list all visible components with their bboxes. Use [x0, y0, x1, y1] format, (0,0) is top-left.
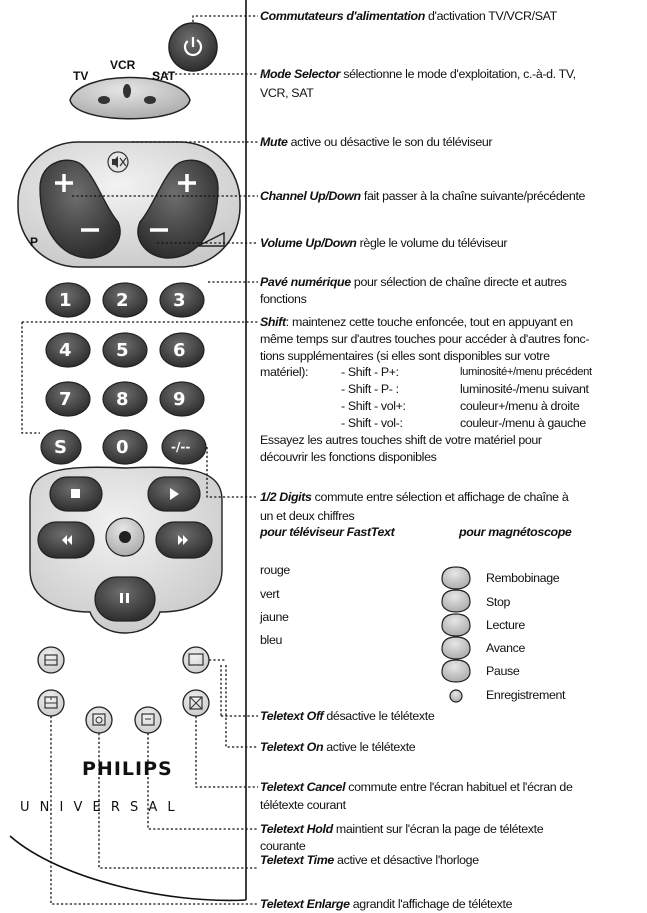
shift-combo-key-1: - Shift - P+: — [341, 365, 399, 379]
volume-channel-cluster — [17, 141, 241, 268]
vcr-legend-icons — [441, 566, 471, 703]
key-9[interactable]: 9 — [173, 389, 186, 410]
vcr-pause: Pause — [486, 664, 520, 678]
callout-teletext-off: Teletext Off désactive le télétexte — [260, 709, 435, 723]
shift-after-2: découvrir les fonctions disponibles — [260, 450, 437, 464]
shift-after-1: Essayez les autres touches shift de votr… — [260, 433, 542, 447]
shift-combo-key-2: - Shift - P- : — [341, 382, 399, 396]
callout-channel: Channel Up/Down fait passer à la chaîne … — [260, 189, 586, 203]
mode-label-sat: SAT — [152, 69, 176, 83]
callout-volume: Volume Up/Down règle le volume du télévi… — [260, 236, 508, 250]
shift-combo-fn-4: couleur-/menu à gauche — [460, 416, 586, 430]
key-5[interactable]: 5 — [116, 340, 129, 361]
shift-line-3: tions supplémentaires (si elles sont dis… — [260, 349, 550, 363]
number-keypad — [40, 282, 207, 465]
callout-digits: 1/2 Digits commute entre sélection et af… — [260, 490, 569, 504]
brand-logo: PHILIPS — [82, 758, 173, 780]
vcr-transport-cluster — [29, 466, 223, 634]
key-1[interactable]: 1 — [59, 290, 72, 311]
teletext-buttons — [37, 646, 210, 734]
color-rouge: rouge — [260, 563, 290, 577]
key-2[interactable]: 2 — [116, 290, 129, 311]
callout-keypad: Pavé numérique pour sélection de chaîne … — [260, 275, 567, 289]
callout-teletext-cancel: Teletext Cancel commute entre l'écran ha… — [260, 780, 573, 794]
callout-keypad-line2: fonctions — [260, 292, 307, 306]
callout-teletext-enlarge: Teletext Enlarge agrandit l'affichage de… — [260, 897, 513, 911]
shift-combo-fn-3: couleur+/menu à droite — [460, 399, 580, 413]
color-bleu: bleu — [260, 633, 283, 647]
power-button — [168, 22, 218, 72]
key-3[interactable]: 3 — [173, 290, 186, 311]
vcr-rembobinage: Rembobinage — [486, 571, 560, 585]
callout-leaders — [21, 15, 258, 905]
key-dash[interactable]: -/-- — [171, 440, 191, 454]
shift-combo-fn-1: luminosité+/menu précédent — [460, 366, 592, 378]
shift-combo-key-4: - Shift - vol-: — [341, 416, 403, 430]
mode-label-tv: TV — [73, 69, 89, 83]
color-jaune: jaune — [260, 610, 289, 624]
callout-digits-line2: un et deux chiffres — [260, 509, 355, 523]
shift-line-2: même temps sur d'autres touches pour acc… — [260, 332, 590, 346]
callout-teletext-cancel-line2: télétexte courant — [260, 798, 346, 812]
color-vert: vert — [260, 587, 280, 601]
mode-label-vcr: VCR — [110, 58, 136, 72]
callout-power: Commutateurs d'alimentation d'activation… — [260, 9, 557, 23]
callout-teletext-on: Teletext On active le télétexte — [260, 740, 416, 754]
key-shift[interactable]: S — [54, 437, 67, 458]
shift-materiel: matériel): — [260, 365, 309, 379]
vcr-avance: Avance — [486, 641, 526, 655]
vcr-header: pour magnétoscope — [459, 525, 572, 539]
p-label: P — [30, 235, 39, 249]
universal-label: U N I V E R S A L — [20, 800, 178, 815]
vcr-stop: Stop — [486, 595, 511, 609]
key-8[interactable]: 8 — [116, 389, 129, 410]
callout-mode-selector: Mode Selector sélectionne le mode d'expl… — [260, 67, 576, 81]
shift-line-1: Shift: maintenez cette touche enfoncée, … — [260, 315, 573, 329]
remote-bottom-arc — [9, 835, 247, 902]
key-0[interactable]: 0 — [116, 437, 129, 458]
callout-teletext-hold-line2: courante — [260, 839, 306, 853]
key-4[interactable]: 4 — [59, 340, 72, 361]
vcr-lecture: Lecture — [486, 618, 525, 632]
shift-combo-key-3: - Shift - vol+: — [341, 399, 406, 413]
fasttext-header: pour téléviseur FastText — [260, 525, 395, 539]
callout-teletext-hold: Teletext Hold maintient sur l'écran la p… — [260, 822, 544, 836]
mode-selector — [69, 76, 191, 120]
callout-mute: Mute active ou désactive le son du télév… — [260, 135, 493, 149]
key-6[interactable]: 6 — [173, 340, 186, 361]
shift-combo-fn-2: luminosité-/menu suivant — [460, 382, 589, 396]
callout-mode-selector-line2: VCR, SAT — [260, 86, 314, 100]
callout-teletext-time: Teletext Time active et désactive l'horl… — [260, 853, 479, 867]
key-7[interactable]: 7 — [59, 389, 72, 410]
vcr-enregistrement: Enregistrement — [486, 688, 566, 702]
